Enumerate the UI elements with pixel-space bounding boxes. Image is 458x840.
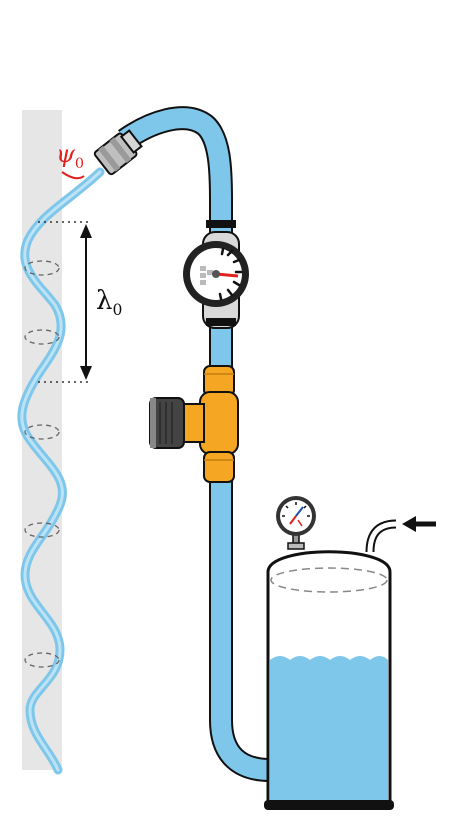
pressure-gauge-icon: [276, 496, 316, 550]
flow-meter-icon: [183, 231, 249, 329]
wavelength-label: λ0: [96, 286, 122, 319]
water-jet: [17, 167, 105, 775]
cross-section: [24, 652, 60, 668]
nozzle: [93, 129, 143, 176]
angle-subscript: 0: [74, 155, 84, 172]
hose-band: [206, 220, 236, 228]
angle-symbol: ψ: [56, 140, 75, 168]
helix-cross-sections: [24, 260, 60, 668]
wavelength-subscript: 0: [112, 301, 123, 320]
angle-arc: [61, 171, 85, 180]
cross-section: [24, 329, 60, 345]
pressure-tank: [264, 550, 394, 810]
arrow-left-icon: [402, 516, 436, 532]
angle-label: ψ0: [56, 140, 84, 172]
wavelength-symbol: λ: [96, 286, 113, 316]
valve-icon: [149, 365, 239, 483]
cross-section: [24, 260, 60, 276]
wavelength-marker: [38, 221, 92, 383]
cross-section: [24, 522, 60, 538]
hose: [117, 106, 271, 782]
cross-section: [24, 424, 60, 440]
